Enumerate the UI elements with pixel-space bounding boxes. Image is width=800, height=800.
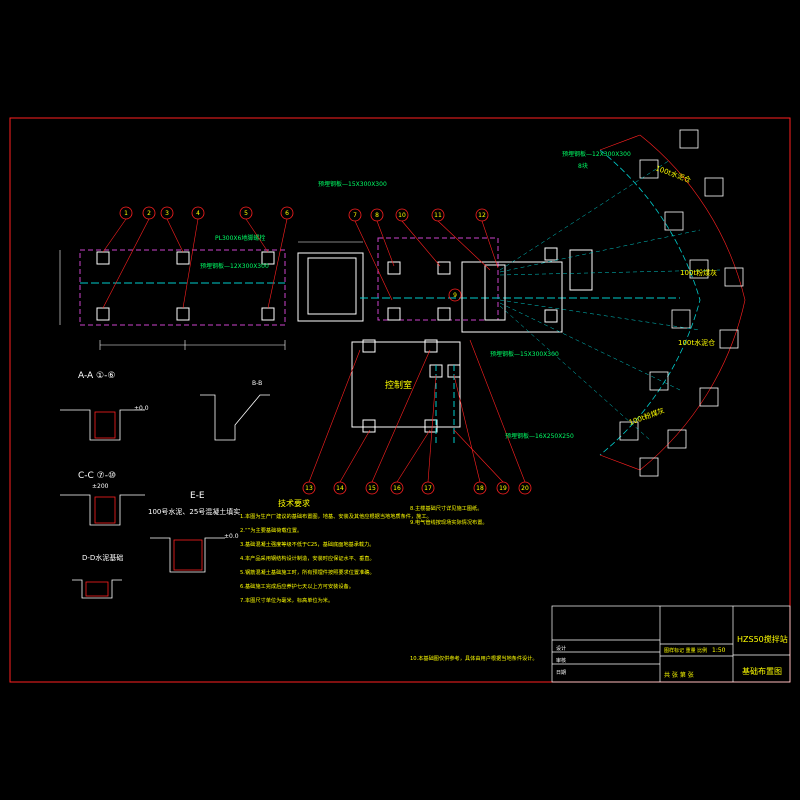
axis-bubble-3: 3: [165, 210, 169, 217]
material-label: 图样标记 重量 比例: [664, 647, 707, 654]
concrete-note: 100号水泥、25号混凝土填实: [148, 507, 240, 516]
axis-bubble-17: 17: [424, 485, 432, 492]
title-main: HZS50搅拌站: [737, 634, 788, 644]
control-room: [351, 339, 461, 445]
section-cc-drawing: [60, 494, 145, 526]
axis-bubble-6: 6: [285, 210, 289, 217]
date-label: 日期: [556, 670, 566, 676]
sheet-info: 共 张 第 张: [664, 671, 694, 679]
section-dd-drawing: [72, 579, 122, 599]
axis-bubble-9: 9: [453, 292, 457, 299]
silo-label-4: 100t粉煤灰: [628, 406, 666, 427]
axis-bubble-2: 2: [147, 210, 151, 217]
axis-bubble-7: 7: [353, 212, 357, 219]
section-aa-title: A-A ①-⑥: [78, 371, 115, 381]
axis-bubble-13: 13: [305, 485, 313, 492]
tech-note-7: 7.本图尺寸单位为毫米，标高单位为米。: [240, 596, 333, 604]
axis-bubble-19: 19: [499, 485, 507, 492]
embedded-plate-label-1: 预埋钢板—12X300X300: [200, 262, 269, 270]
title-block: [551, 605, 791, 683]
tech-note-2: 2.“”为主要基础荷载位置。: [240, 526, 302, 534]
axis-bubble-10: 10: [398, 212, 406, 219]
section-bb-drawing: [200, 394, 270, 441]
axis-bubble-5: 5: [244, 210, 248, 217]
level-label-aa: ±0.0: [134, 405, 149, 412]
embedded-plate-label-3: 预埋钢板—15X300X300: [490, 350, 559, 358]
embedded-plate-label-4: 预埋钢板—16X250X250: [505, 432, 574, 440]
embedded-plate-label-5: 预埋钢板—12X300X300: [562, 150, 631, 158]
drawing-border: [9, 117, 791, 683]
scale-label: 1:50: [712, 647, 726, 654]
tech-note-8: 8.主楼基础尺寸详见施工图纸。: [410, 504, 482, 512]
silo-label-1: 100t水泥仓: [654, 163, 692, 184]
axis-bubble-18: 18: [476, 485, 484, 492]
section-cc-title: C-C ⑦-⑩: [78, 471, 116, 481]
axis-bubble-16: 16: [393, 485, 401, 492]
axis-bubble-4: 4: [196, 210, 200, 217]
title-sub: 基础布置图: [742, 666, 782, 676]
tech-note-3: 3.基础混凝土强度等级不低于C25，基础底面地基承载力。: [240, 540, 375, 548]
designer-label: 设计: [556, 645, 566, 652]
section-aa-drawing: [60, 409, 145, 441]
tech-note-5: 5.钢筋混凝土基础施工时，所有预埋件按照要求位置准确。: [240, 568, 375, 576]
tech-notes-heading: 技术要求: [278, 498, 310, 508]
axis-bubble-1: 1: [124, 210, 128, 217]
foundation-main: [360, 237, 680, 333]
control-room-label: 控制室: [385, 379, 412, 391]
level-label-ee: ±0.0: [224, 533, 239, 540]
axis-bubble-11: 11: [434, 212, 442, 219]
axis-bubble-15: 15: [368, 485, 376, 492]
section-ee-drawing: [150, 537, 225, 573]
axis-bubbles-top: [348, 208, 489, 302]
silo-arc: [499, 129, 746, 477]
tech-note-9: 9.电气管线按现场实际情况布置。: [410, 518, 488, 526]
tech-note-10: 10.本基础图仅供参考，具体由用户根据当地条件设计。: [410, 654, 538, 662]
axis-bubble-12: 12: [478, 212, 486, 219]
silo-label-2: 100t粉煤灰: [680, 268, 717, 277]
axis-bubble-8: 8: [375, 212, 379, 219]
plinth-label: PL300X6地脚螺栓: [215, 234, 265, 242]
silo-label-3: 100t水泥仓: [678, 338, 715, 347]
section-ee-title: E-E: [190, 491, 205, 501]
tech-note-4: 4.本产品采用钢结构设计制造，安装时应保证水平、垂直。: [240, 554, 375, 562]
tech-note-1: 1.本图为生产厂建议的基础布置图，地基、安装及其他应根据当地地质条件，施工。: [240, 512, 432, 520]
embedded-count-label: 8块: [578, 162, 588, 170]
level-label-cc: ±200: [92, 483, 109, 490]
checker-label: 审核: [556, 657, 566, 664]
axis-bubble-14: 14: [336, 485, 344, 492]
tech-note-6: 6.基础施工完成后应养护七天以上方可安装设备。: [240, 582, 354, 590]
embedded-plate-label-2: 预埋钢板—15X300X300: [318, 180, 387, 188]
foundation-middle: [297, 241, 364, 322]
section-bb-title: B-B: [252, 380, 262, 387]
section-dd-title: D-D水泥基础: [82, 553, 123, 562]
axis-bubble-20: 20: [521, 485, 529, 492]
tech-notes-list: 1.本图为生产厂建议的基础布置图，地基、安装及其他应根据当地地质条件，施工。 2…: [240, 504, 538, 662]
axis-bubbles-left: [119, 206, 294, 220]
